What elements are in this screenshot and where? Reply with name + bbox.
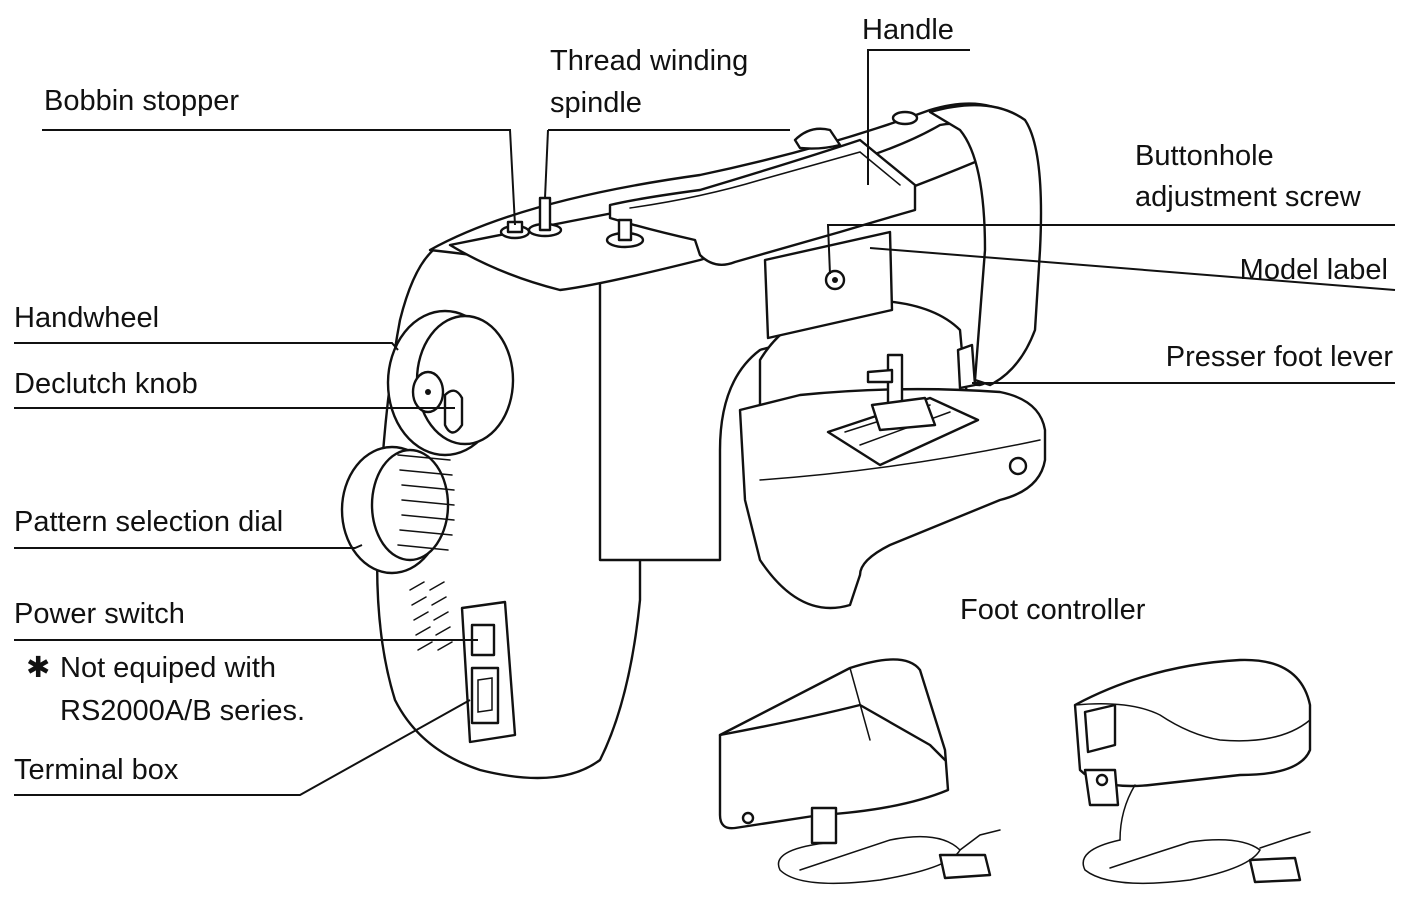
foot-controller-1-drawing (718, 658, 1001, 885)
note-asterisk: ✱ (26, 652, 51, 684)
label-power-switch: Power switch (14, 598, 185, 630)
label-pattern-selection-dial: Pattern selection dial (14, 506, 284, 538)
label-declutch-knob: Declutch knob (14, 368, 198, 400)
label-bobbin-stopper: Bobbin stopper (44, 85, 240, 117)
leader-lines (14, 49, 1396, 796)
label-handwheel: Handwheel (14, 302, 160, 334)
label-buttonhole-line1: Buttonhole (1135, 140, 1274, 172)
label-buttonhole-line2: adjustment screw (1135, 181, 1361, 213)
label-presser-foot-lever: Presser foot lever (1165, 341, 1393, 373)
foot-controller-2-drawing (1073, 658, 1312, 885)
label-handle: Handle (862, 14, 954, 46)
label-thread-winding-spindle-line1: Thread winding (550, 45, 749, 77)
label-thread-winding-spindle-line2: spindle (550, 87, 642, 119)
label-model-label: Model label (1239, 254, 1388, 286)
sewing-machine-drawing (340, 102, 1047, 780)
label-terminal-box: Terminal box (14, 754, 179, 786)
note-line1: Not equiped with (60, 652, 277, 684)
note-line2: RS2000A/B series. (60, 695, 306, 727)
label-foot-controller: Foot controller (960, 594, 1146, 626)
